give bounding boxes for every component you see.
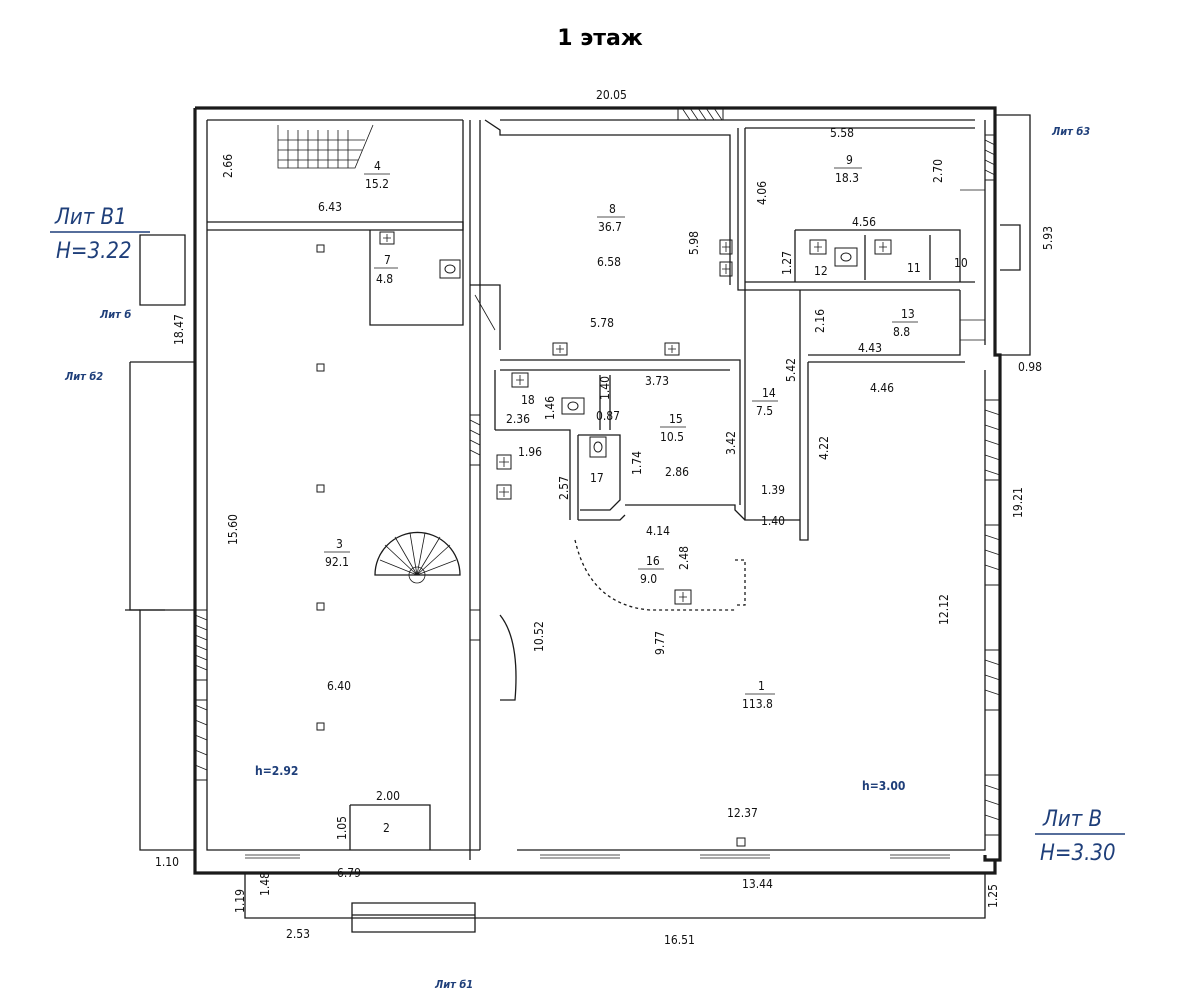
room-8-area: 36.7 xyxy=(598,220,622,234)
lit-labels: Лит В1 H=3.22 Лит В H=3.30 Лит б Лит б2 … xyxy=(50,125,1125,991)
dim-1-46: 1.46 xyxy=(543,396,557,420)
lit-b1-label: Лит б1 xyxy=(434,978,473,991)
windows xyxy=(194,107,1001,859)
dim-4-43: 4.43 xyxy=(858,341,882,355)
room-11-number: 11 xyxy=(907,261,921,275)
dim-4-46: 4.46 xyxy=(870,381,894,395)
dim-1-48: 1.48 xyxy=(258,872,272,896)
room-12-number: 12 xyxy=(814,264,828,278)
lit-b-name: Лит В xyxy=(1042,807,1102,832)
interior-walls xyxy=(207,119,975,860)
dim-3-73: 3.73 xyxy=(645,374,669,388)
dim-1-40b: 1.40 xyxy=(761,514,785,528)
dim-20-05: 20.05 xyxy=(596,88,627,102)
dim-1-10: 1.10 xyxy=(155,855,179,869)
dim-18-47: 18.47 xyxy=(172,314,186,345)
dim-10-52: 10.52 xyxy=(532,621,546,652)
lit-b2-label: Лит б2 xyxy=(64,370,103,383)
room-1-number: 1 xyxy=(758,679,765,693)
dim-1-25: 1.25 xyxy=(986,884,1000,908)
room-15-area: 10.5 xyxy=(660,430,684,444)
dim-12-12: 12.12 xyxy=(937,594,951,625)
dim-5-93: 5.93 xyxy=(1041,226,1055,250)
dim-9-77: 9.77 xyxy=(653,631,667,655)
room-3-number: 3 xyxy=(336,537,343,551)
room-8-number: 8 xyxy=(609,202,616,216)
room-16-number: 16 xyxy=(646,554,660,568)
dim-6-43: 6.43 xyxy=(318,200,342,214)
dim-6-79: 6.79 xyxy=(337,866,361,880)
fixtures xyxy=(316,189,985,847)
lit-b1-height: H=3.22 xyxy=(56,239,132,264)
room-7-area: 4.8 xyxy=(376,272,393,286)
dim-2-86: 2.86 xyxy=(665,465,689,479)
room-14-number: 14 xyxy=(762,386,776,400)
dim-6-58: 6.58 xyxy=(597,255,621,269)
dim-0-98: 0.98 xyxy=(1018,360,1042,374)
lit-b3-label: Лит б3 xyxy=(1051,125,1090,138)
dim-4-22: 4.22 xyxy=(817,436,831,460)
dim-4-56: 4.56 xyxy=(852,215,876,229)
dim-3-42: 3.42 xyxy=(724,431,738,455)
annexes xyxy=(125,114,1031,933)
room-2-number: 2 xyxy=(383,821,390,835)
dim-2-00: 2.00 xyxy=(376,789,400,803)
dim-16-51: 16.51 xyxy=(664,933,695,947)
dim-1-05: 1.05 xyxy=(335,816,349,840)
curved-partition xyxy=(574,539,746,611)
dim-5-78: 5.78 xyxy=(590,316,614,330)
room-3-area: 92.1 xyxy=(325,555,349,569)
dim-12-37: 12.37 xyxy=(727,806,758,820)
dim-1-40: 1.40 xyxy=(598,376,612,400)
room-14-area: 7.5 xyxy=(756,404,773,418)
dim-15-60: 15.60 xyxy=(226,514,240,545)
dim-0-87: 0.87 xyxy=(596,409,620,423)
dim-2-53: 2.53 xyxy=(286,927,310,941)
dim-1-19: 1.19 xyxy=(233,889,247,913)
room-4-number: 4 xyxy=(374,159,381,173)
room-17-number: 17 xyxy=(590,471,604,485)
room-1-area: 113.8 xyxy=(742,697,773,711)
lit-b1-name: Лит В1 xyxy=(54,205,127,230)
room-4-area: 15.2 xyxy=(365,177,389,191)
stairs-top xyxy=(277,124,374,169)
dim-6-40: 6.40 xyxy=(327,679,351,693)
dim-2-70: 2.70 xyxy=(931,159,945,183)
dim-4-06: 4.06 xyxy=(755,181,769,205)
dim-1-96: 1.96 xyxy=(518,445,542,459)
dim-1-74: 1.74 xyxy=(630,451,644,475)
room-18-number: 18 xyxy=(521,393,535,407)
room-9-area: 18.3 xyxy=(835,171,859,185)
lit-b-height: H=3.30 xyxy=(1040,841,1116,866)
ceiling-height-left: h=2.92 xyxy=(255,764,298,778)
room-13-number: 13 xyxy=(901,307,915,321)
dim-4-14: 4.14 xyxy=(646,524,670,538)
dim-1-39: 1.39 xyxy=(761,483,785,497)
room-9-number: 9 xyxy=(846,153,853,167)
dim-2-16: 2.16 xyxy=(813,309,827,333)
dim-5-58: 5.58 xyxy=(830,126,854,140)
page-title: 1 этаж xyxy=(557,26,643,51)
room-7-number: 7 xyxy=(384,253,391,267)
spiral-staircase xyxy=(374,531,461,584)
room-labels: 1 113.8 2 3 92.1 4 15.2 7 4.8 8 36.7 9 1… xyxy=(324,153,968,835)
dim-2-48: 2.48 xyxy=(677,546,691,570)
lit-b-label: Лит б xyxy=(99,308,131,321)
room-13-area: 8.8 xyxy=(893,325,910,339)
dim-5-98: 5.98 xyxy=(687,231,701,255)
room-16-area: 9.0 xyxy=(640,572,657,586)
dim-5-42: 5.42 xyxy=(784,358,798,382)
dimension-labels: 20.05 5.58 6.43 4.56 4.43 4.46 6.58 5.78… xyxy=(155,88,1055,947)
dim-2-36: 2.36 xyxy=(506,412,530,426)
room-15-number: 15 xyxy=(669,412,683,426)
dim-1-27: 1.27 xyxy=(780,251,794,275)
dim-2-66: 2.66 xyxy=(221,154,235,178)
ceiling-height-right: h=3.00 xyxy=(862,779,905,793)
room-10-number: 10 xyxy=(954,256,968,270)
dim-19-21: 19.21 xyxy=(1011,487,1025,518)
dim-2-57: 2.57 xyxy=(557,476,571,500)
dim-13-44: 13.44 xyxy=(742,877,773,891)
